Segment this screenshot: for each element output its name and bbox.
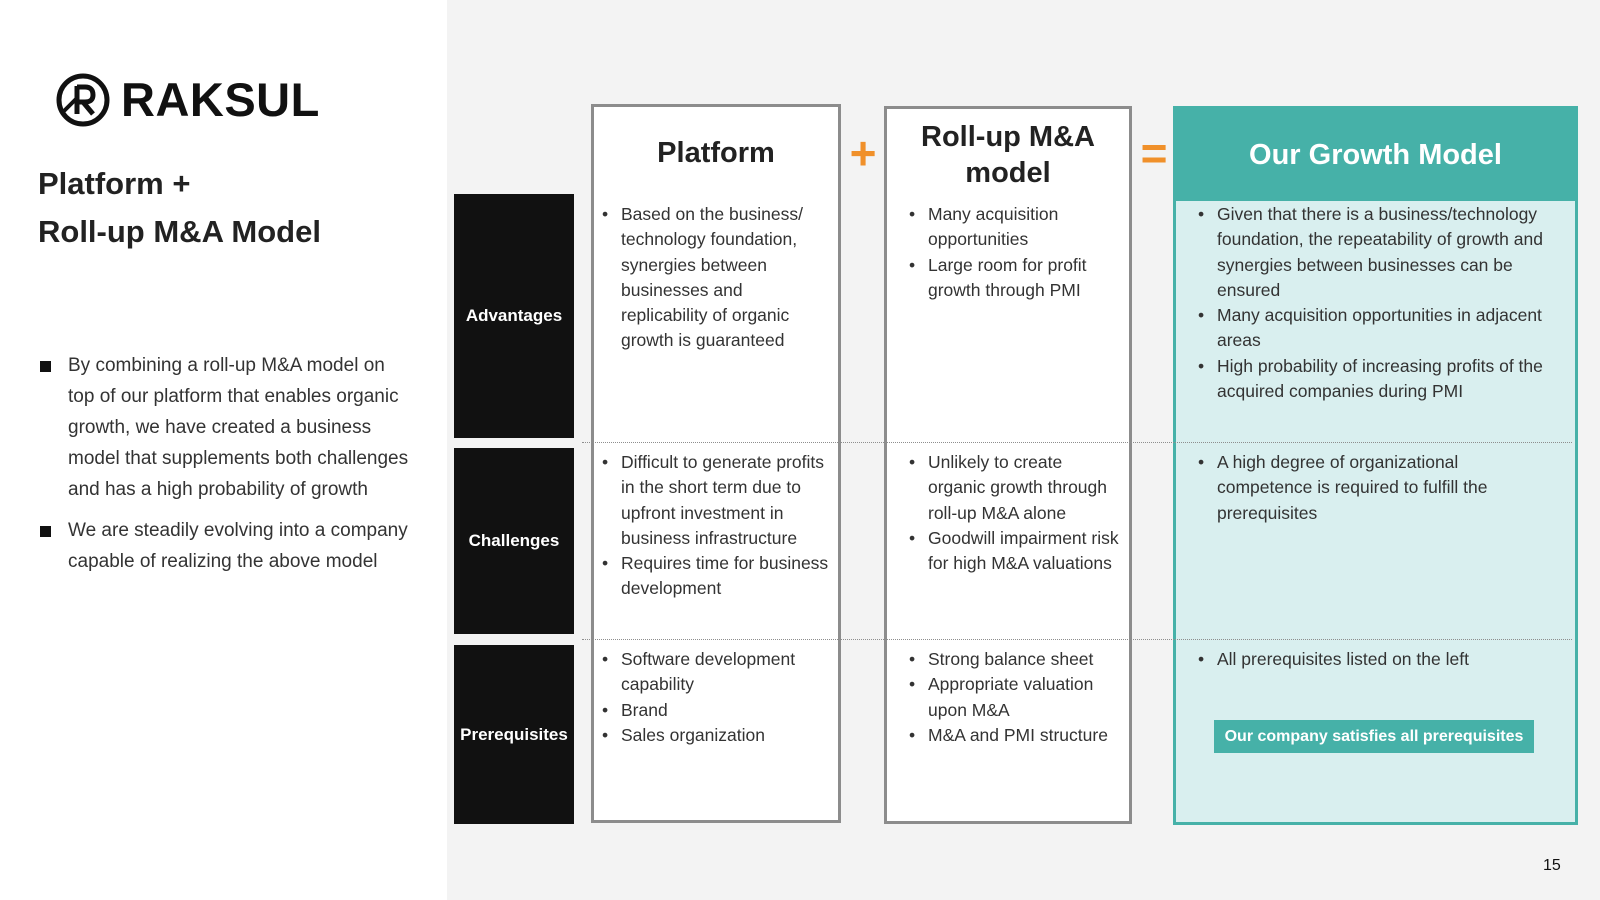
list-item: Many acquisition opportunities bbox=[909, 202, 1124, 253]
raksul-logo-icon bbox=[56, 73, 110, 127]
list-item: Large room for profit growth through PMI bbox=[909, 253, 1124, 304]
rollup-prerequisites: Strong balance sheet Appropriate valuati… bbox=[909, 647, 1124, 748]
list-item: All prerequisites listed on the left bbox=[1198, 647, 1570, 673]
page-title-line2: Roll-up M&A Model bbox=[38, 214, 321, 249]
plus-operator: + bbox=[849, 127, 877, 179]
page-title: Platform + Roll-up M&A Model bbox=[38, 160, 321, 256]
rollup-title-line2: model bbox=[965, 157, 1051, 189]
list-item: Goodwill impairment risk for high M&A va… bbox=[909, 526, 1124, 577]
row-label-challenges: Challenges bbox=[454, 448, 574, 634]
row-label-prerequisites: Prerequisites bbox=[454, 645, 574, 824]
list-item: Appropriate valuation upon M&A bbox=[909, 672, 1124, 723]
list-item: High probability of increasing profits o… bbox=[1198, 354, 1570, 405]
satisfies-all-prerequisites-badge: Our company satisfies all prerequisites bbox=[1214, 720, 1534, 753]
page-number: 15 bbox=[1543, 857, 1561, 874]
list-item: Difficult to generate profits in the sho… bbox=[602, 450, 836, 551]
platform-challenges: Difficult to generate profits in the sho… bbox=[602, 450, 836, 602]
list-item: Sales organization bbox=[602, 723, 834, 749]
growth-prerequisites: All prerequisites listed on the left bbox=[1198, 647, 1570, 673]
row-label-advantages: Advantages bbox=[454, 194, 574, 438]
growth-model-title: Our Growth Model bbox=[1176, 109, 1575, 201]
left-panel: RAKSUL Platform + Roll-up M&A Model By c… bbox=[0, 0, 447, 900]
summary-list: By combining a roll-up M&A model on top … bbox=[40, 350, 410, 587]
rollup-column-title: Roll-up M&A model bbox=[887, 109, 1129, 201]
platform-prerequisites: Software development capability Brand Sa… bbox=[602, 647, 834, 748]
list-item: Brand bbox=[602, 698, 834, 724]
list-item: A high degree of organizational competen… bbox=[1198, 450, 1538, 526]
list-item: Given that there is a business/technolog… bbox=[1198, 202, 1570, 303]
row-divider bbox=[582, 442, 1572, 443]
summary-item: We are steadily evolving into a company … bbox=[40, 515, 410, 577]
list-item: Requires time for business development bbox=[602, 551, 836, 602]
raksul-logo: RAKSUL bbox=[55, 72, 320, 128]
page-title-line1: Platform + bbox=[38, 166, 191, 201]
list-item: Many acquisition opportunities in adjace… bbox=[1198, 303, 1570, 354]
platform-column-title: Platform bbox=[657, 137, 775, 169]
list-item: Strong balance sheet bbox=[909, 647, 1124, 673]
summary-item: By combining a roll-up M&A model on top … bbox=[40, 350, 410, 505]
row-divider bbox=[582, 639, 1572, 640]
growth-challenges: A high degree of organizational competen… bbox=[1198, 450, 1538, 526]
equals-operator: = bbox=[1140, 127, 1168, 179]
rollup-title-line1: Roll-up M&A bbox=[921, 121, 1095, 153]
rollup-challenges: Unlikely to create organic growth throug… bbox=[909, 450, 1124, 576]
list-item: Unlikely to create organic growth throug… bbox=[909, 450, 1124, 526]
list-item: Software development capability bbox=[602, 647, 834, 698]
list-item: M&A and PMI structure bbox=[909, 723, 1124, 749]
rollup-advantages: Many acquisition opportunities Large roo… bbox=[909, 202, 1124, 303]
list-item: Based on the business/ technology founda… bbox=[602, 202, 834, 354]
growth-advantages: Given that there is a business/technolog… bbox=[1198, 202, 1570, 404]
platform-advantages: Based on the business/ technology founda… bbox=[602, 202, 834, 354]
brand-name: RAKSUL bbox=[121, 73, 320, 126]
